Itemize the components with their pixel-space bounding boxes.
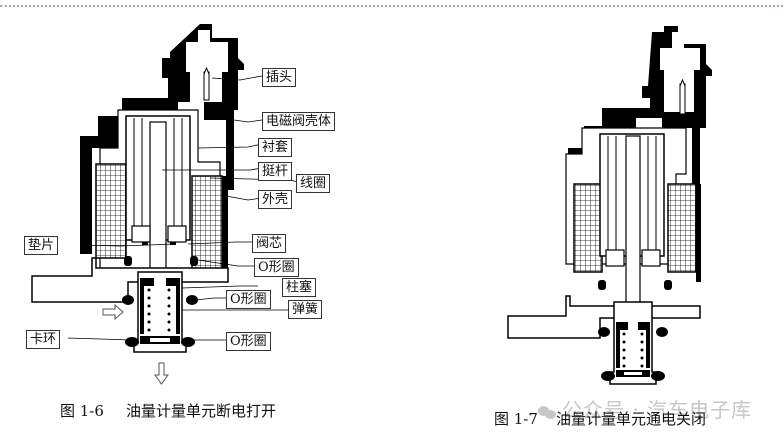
label-bushing: 衬套 (258, 138, 293, 157)
caption-figure-1-6: 图 1-6 油量计量单元断电打开 (60, 400, 276, 421)
label-spring: 弹簧 (288, 300, 323, 319)
label-o-ring-3: O形圈 (226, 332, 271, 351)
inlet-arrow-icon (102, 303, 124, 321)
label-o-ring-2: O形圈 (226, 290, 271, 309)
label-o-ring-1: O形圈 (254, 258, 299, 277)
plug-cavity (186, 30, 228, 102)
outlet-arrow-icon (154, 362, 169, 385)
caption-text: 油量计量单元断电打开 (125, 402, 276, 420)
label-coil: 线圈 (296, 174, 331, 193)
caption-figure-1-7: 图 1-7 油量计量单元通电关闭 (494, 408, 706, 429)
label-plunger: 柱塞 (282, 278, 317, 297)
solenoid-valve-open-diagram (31, 24, 299, 385)
label-valve-housing: 电磁阀壳体 (262, 112, 336, 131)
caption-number: 图 1-7 (494, 410, 538, 428)
caption-text: 油量计量单元通电关闭 (555, 410, 706, 428)
label-snap-ring: 卡环 (26, 330, 61, 349)
top-dotted-divider (0, 5, 783, 7)
plug-pin (203, 71, 210, 101)
label-tappet: 挺杆 (258, 162, 293, 181)
label-valve-core: 阀芯 (252, 234, 287, 253)
label-shim: 垫片 (24, 236, 59, 255)
coil-right (191, 175, 223, 271)
spring-coils (147, 288, 171, 332)
label-outer-shell: 外壳 (258, 190, 293, 209)
tappet-rod (149, 121, 167, 273)
wechat-icon (538, 404, 556, 420)
label-plug: 插头 (262, 68, 297, 87)
solenoid-valve-closed-diagram (507, 26, 712, 385)
watermark-text: 公众号 · 汽车电子库 (562, 398, 753, 422)
watermark: 公众号 · 汽车电子库 (538, 394, 752, 423)
coil-left (95, 163, 127, 259)
caption-number: 图 1-6 (60, 402, 104, 420)
